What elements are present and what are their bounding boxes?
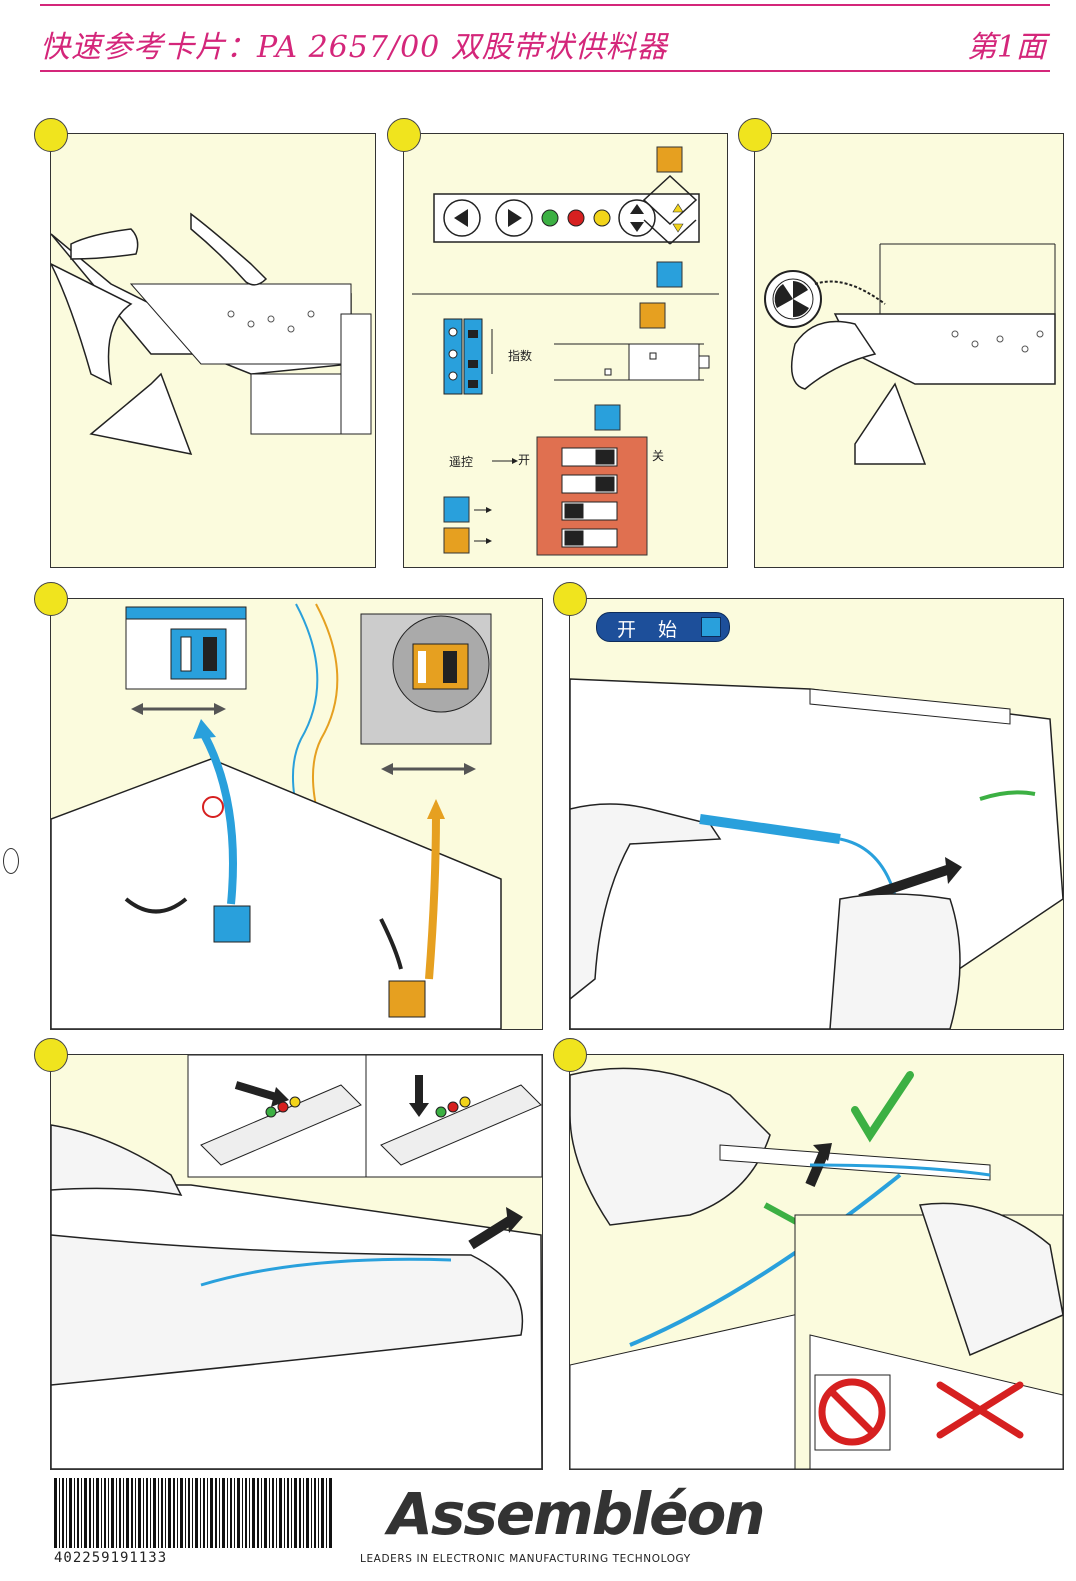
feeder-lift-illustration xyxy=(51,134,375,567)
off-label: 关 xyxy=(652,447,664,464)
page-title: 快速参考卡片：PA 2657/00 双股带状供料器 xyxy=(40,22,668,66)
remote-label: 遥控 xyxy=(449,453,473,470)
cover-close-illustration xyxy=(570,1055,1063,1469)
barcode xyxy=(54,1478,334,1548)
step-panel-6 xyxy=(50,1054,543,1470)
step-panel-3 xyxy=(754,133,1064,568)
page-number: 第1面 xyxy=(967,22,1046,66)
step-marker-3 xyxy=(738,118,772,152)
binder-hole xyxy=(3,848,19,874)
step-marker-5 xyxy=(553,582,587,616)
step-marker-4 xyxy=(34,582,68,616)
company-tagline: LEADERS IN ELECTRONIC MANUFACTURING TECH… xyxy=(360,1553,691,1565)
feeder-with-reel-illustration xyxy=(755,134,1063,567)
step-panel-5 xyxy=(569,598,1064,1030)
header-bottom-rule xyxy=(40,70,1050,72)
header-top-rule xyxy=(40,4,1050,6)
start-blue-square-icon xyxy=(701,617,721,637)
start-label: 开 始 xyxy=(617,615,685,642)
pitch-lever-adjustment-illustration xyxy=(51,599,542,1029)
step-marker-2 xyxy=(387,118,421,152)
on-label: 开 xyxy=(518,451,530,468)
step-marker-7 xyxy=(553,1038,587,1072)
step-panel-1 xyxy=(50,133,376,568)
start-button[interactable]: 开 始 xyxy=(596,612,730,642)
barcode-number: 402259191133 xyxy=(54,1550,167,1566)
step-marker-6 xyxy=(34,1038,68,1072)
tape-insertion-illustration xyxy=(570,599,1063,1029)
control-panel-diagram xyxy=(404,134,727,567)
company-logo: Assembléon xyxy=(388,1480,764,1548)
step-marker-1 xyxy=(34,118,68,152)
pitch-label: 指数 xyxy=(508,347,532,364)
step-panel-4 xyxy=(50,598,543,1030)
press-button-illustration xyxy=(51,1055,542,1469)
step-panel-2: 指数 遥控 开 关 xyxy=(403,133,728,568)
step-panel-7 xyxy=(569,1054,1064,1470)
